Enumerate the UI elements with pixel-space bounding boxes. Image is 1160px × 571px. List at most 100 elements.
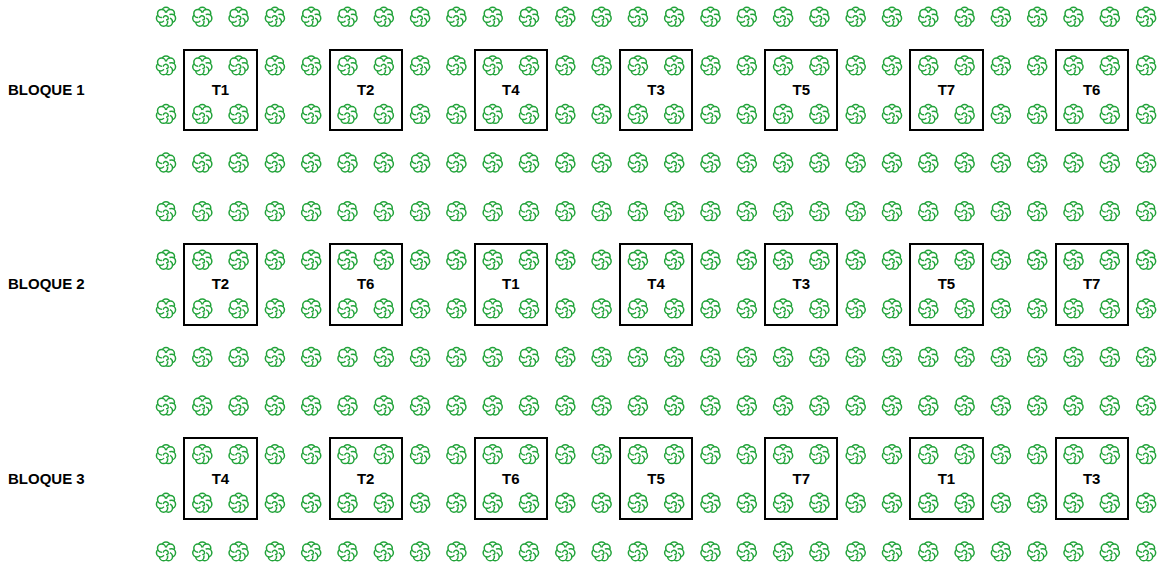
treatment-box: T2 [329, 49, 403, 132]
plant-symbol [1028, 493, 1047, 512]
plant-symbol [991, 299, 1010, 318]
plant-symbol [665, 299, 684, 318]
treatment-label: T5 [936, 276, 958, 292]
plant-symbol [156, 542, 175, 561]
block-label: BLOQUE 2 [8, 275, 85, 293]
plant-symbol [1137, 153, 1156, 172]
plant-symbol [302, 299, 321, 318]
plant-symbol [737, 348, 756, 367]
plant-symbol [556, 250, 575, 269]
plant-symbol [265, 153, 284, 172]
plant-symbol [265, 542, 284, 561]
plant-symbol [229, 153, 248, 172]
plant-symbol [447, 7, 466, 26]
plant-symbol [193, 153, 212, 172]
plant-symbol [265, 445, 284, 464]
plant-symbol [701, 250, 720, 269]
plant-symbol [556, 445, 575, 464]
plant-symbol [556, 202, 575, 221]
plant-symbol [919, 202, 938, 221]
treatment-label: T1 [936, 471, 958, 487]
plant-symbol [774, 153, 793, 172]
plant-symbol [846, 250, 865, 269]
plant-symbol [919, 299, 938, 318]
plant-symbol [1028, 396, 1047, 415]
plant-symbol [338, 7, 357, 26]
plant-symbol [156, 56, 175, 75]
treatment-box: T7 [764, 437, 838, 520]
plant-symbol [265, 7, 284, 26]
plant-symbol [1100, 299, 1119, 318]
plant-symbol [882, 153, 901, 172]
plant-symbol [665, 542, 684, 561]
plant-symbol [592, 542, 611, 561]
plant-symbol [774, 493, 793, 512]
plant-symbol [519, 250, 538, 269]
plant-symbol [229, 250, 248, 269]
plant-symbol [774, 542, 793, 561]
plant-symbol [556, 7, 575, 26]
treatment-box: T1 [909, 437, 983, 520]
plant-symbol [1028, 202, 1047, 221]
plant-symbol [338, 105, 357, 124]
plant-symbol [774, 105, 793, 124]
plant-symbol [374, 105, 393, 124]
plant-symbol [1064, 445, 1083, 464]
treatment-label: T7 [790, 471, 812, 487]
plant-symbol [1100, 250, 1119, 269]
plant-symbol [374, 493, 393, 512]
plant-symbol [1064, 105, 1083, 124]
plant-symbol [374, 56, 393, 75]
plant-symbol [338, 153, 357, 172]
plant-symbol [265, 105, 284, 124]
plant-symbol [882, 445, 901, 464]
plant-symbol [302, 56, 321, 75]
plant-symbol [1137, 542, 1156, 561]
plant-symbol [556, 493, 575, 512]
plant-symbol [991, 348, 1010, 367]
treatment-label: T5 [790, 82, 812, 98]
plant-symbol [846, 445, 865, 464]
treatment-box: T4 [619, 243, 693, 326]
plant-symbol [737, 299, 756, 318]
plant-symbol [628, 396, 647, 415]
plant-symbol [229, 202, 248, 221]
plant-symbol [628, 348, 647, 367]
plant-symbol [701, 445, 720, 464]
plant-symbol [374, 250, 393, 269]
plant-symbol [701, 396, 720, 415]
plant-symbol [737, 396, 756, 415]
plant-symbol [882, 7, 901, 26]
plant-symbol [338, 202, 357, 221]
treatment-label: T7 [1081, 276, 1103, 292]
plant-symbol [1028, 56, 1047, 75]
plant-symbol [774, 348, 793, 367]
treatment-box: T1 [183, 49, 257, 132]
plant-symbol [810, 105, 829, 124]
plant-symbol [665, 7, 684, 26]
plant-symbol [991, 445, 1010, 464]
treatment-box: T7 [1055, 243, 1129, 326]
treatment-box: T1 [474, 243, 548, 326]
plant-symbol [810, 445, 829, 464]
treatment-box: T7 [909, 49, 983, 132]
plant-symbol [1064, 153, 1083, 172]
plant-symbol [374, 542, 393, 561]
plant-symbol [774, 56, 793, 75]
plant-symbol [1028, 250, 1047, 269]
plant-symbol [302, 493, 321, 512]
plant-symbol [556, 348, 575, 367]
plant-symbol [955, 56, 974, 75]
plant-symbol [374, 153, 393, 172]
plant-symbol [737, 445, 756, 464]
plant-symbol [229, 105, 248, 124]
plant-symbol [991, 56, 1010, 75]
plant-symbol [882, 105, 901, 124]
block-label: BLOQUE 3 [8, 470, 85, 488]
plant-symbol [919, 396, 938, 415]
plant-symbol [447, 396, 466, 415]
plant-symbol [846, 105, 865, 124]
plant-symbol [991, 542, 1010, 561]
plant-symbol [919, 153, 938, 172]
plant-symbol [955, 396, 974, 415]
